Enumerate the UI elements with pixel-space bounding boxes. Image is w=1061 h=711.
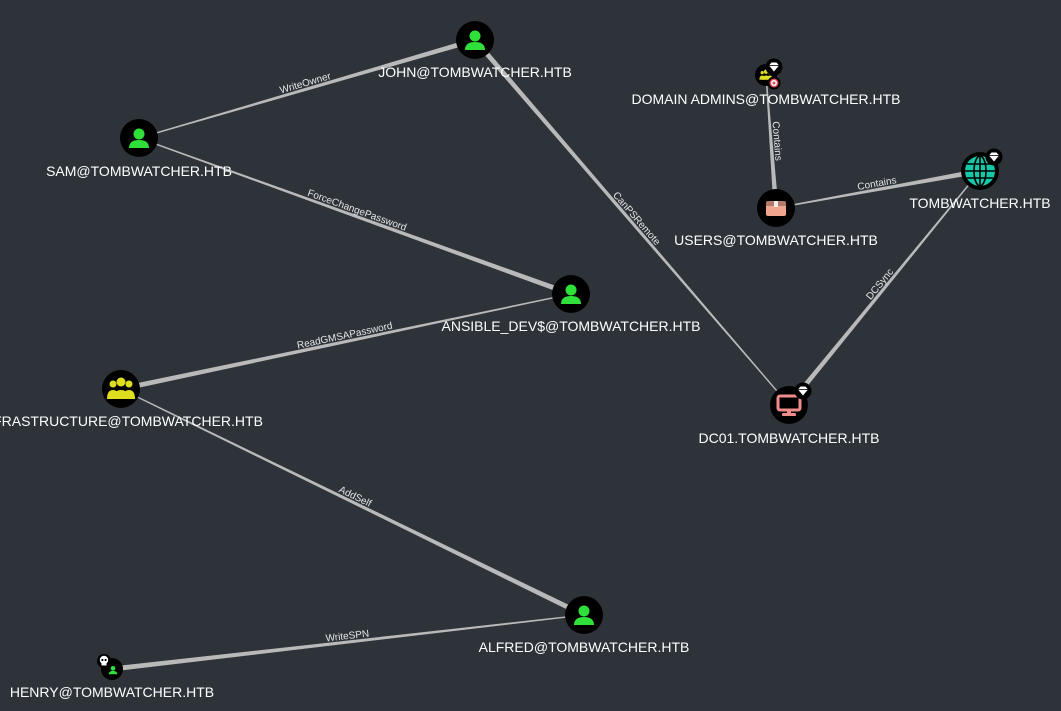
nodes-layer: JOHN@TOMBWATCHER.HTB SAM@TOMBWATCHER.HTB A…	[0, 21, 1051, 700]
edge-line[interactable]	[787, 170, 981, 407]
edge-line[interactable]	[111, 614, 585, 672]
node-sam[interactable]: SAM@TOMBWATCHER.HTB	[46, 119, 232, 179]
node-label: JOHN@TOMBWATCHER.HTB	[378, 64, 572, 80]
node-domainadmins[interactable]: DOMAIN ADMINS@TOMBWATCHER.HTB	[631, 58, 901, 108]
user-icon	[129, 128, 149, 148]
edge-writeowner[interactable]: WriteOwner	[138, 37, 476, 139]
edge-forcechangepassword[interactable]: ForceChangePassword	[138, 137, 572, 297]
edge-label: WriteOwner	[279, 71, 333, 96]
node-label: INFRASTRUCTURE@TOMBWATCHER.HTB	[0, 413, 263, 429]
node-alfred[interactable]: ALFRED@TOMBWATCHER.HTB	[479, 596, 690, 655]
node-label: ANSIBLE_DEV$@TOMBWATCHER.HTB	[442, 318, 701, 334]
node-label: ALFRED@TOMBWATCHER.HTB	[479, 639, 690, 655]
user-icon	[561, 284, 581, 304]
node-label: DOMAIN ADMINS@TOMBWATCHER.HTB	[631, 91, 900, 107]
node-label: SAM@TOMBWATCHER.HTB	[46, 163, 232, 179]
diamond-icon	[765, 58, 783, 76]
globe-icon	[965, 155, 995, 187]
node-dc01[interactable]: DC01.TOMBWATCHER.HTB	[699, 382, 880, 447]
node-infra[interactable]: INFRASTRUCTURE@TOMBWATCHER.HTB	[0, 370, 263, 429]
diamond-icon	[985, 148, 1003, 166]
edge-label: DCSync	[864, 267, 896, 302]
edge-label: ForceChangePassword	[306, 188, 408, 234]
group-icon	[107, 377, 135, 399]
edge-contains[interactable]: Contains	[765, 74, 784, 209]
node-ansible[interactable]: ANSIBLE_DEV$@TOMBWATCHER.HTB	[442, 275, 701, 334]
edge-line[interactable]	[138, 37, 476, 139]
user-icon	[574, 605, 594, 625]
edge-line[interactable]	[120, 388, 586, 618]
user-icon	[108, 666, 118, 675]
node-label: HENRY@TOMBWATCHER.HTB	[10, 684, 214, 700]
node-label: DC01.TOMBWATCHER.HTB	[699, 430, 880, 446]
node-users[interactable]: USERS@TOMBWATCHER.HTB	[674, 189, 878, 248]
edge-label: Contains	[770, 121, 784, 161]
node-circle[interactable]	[102, 370, 140, 408]
edge-writespn[interactable]: WriteSPN	[111, 614, 585, 672]
edge-line[interactable]	[775, 168, 981, 209]
edge-label: CanPSRemote	[610, 190, 662, 248]
edge-label: ReadGMSAPassword	[296, 321, 393, 352]
user-icon	[465, 30, 485, 50]
node-label: USERS@TOMBWATCHER.HTB	[674, 232, 878, 248]
edge-line[interactable]	[138, 137, 572, 297]
box-icon	[766, 201, 786, 216]
node-henry[interactable]: HENRY@TOMBWATCHER.HTB	[10, 654, 214, 700]
edge-line[interactable]	[120, 293, 572, 392]
node-tombwatcher[interactable]: TOMBWATCHER.HTB	[909, 148, 1051, 212]
diamond-icon	[794, 382, 812, 400]
edge-contains[interactable]: Contains	[775, 168, 981, 209]
skull-icon	[97, 654, 111, 668]
edge-line[interactable]	[765, 74, 779, 209]
edge-label: WriteSPN	[325, 629, 370, 645]
node-john[interactable]: JOHN@TOMBWATCHER.HTB	[378, 21, 572, 80]
target-icon	[767, 76, 781, 90]
edge-line[interactable]	[473, 38, 790, 406]
node-label: TOMBWATCHER.HTB	[909, 195, 1050, 211]
monitor-icon	[776, 394, 802, 416]
edge-readgmsapassword[interactable]: ReadGMSAPassword	[120, 293, 572, 392]
